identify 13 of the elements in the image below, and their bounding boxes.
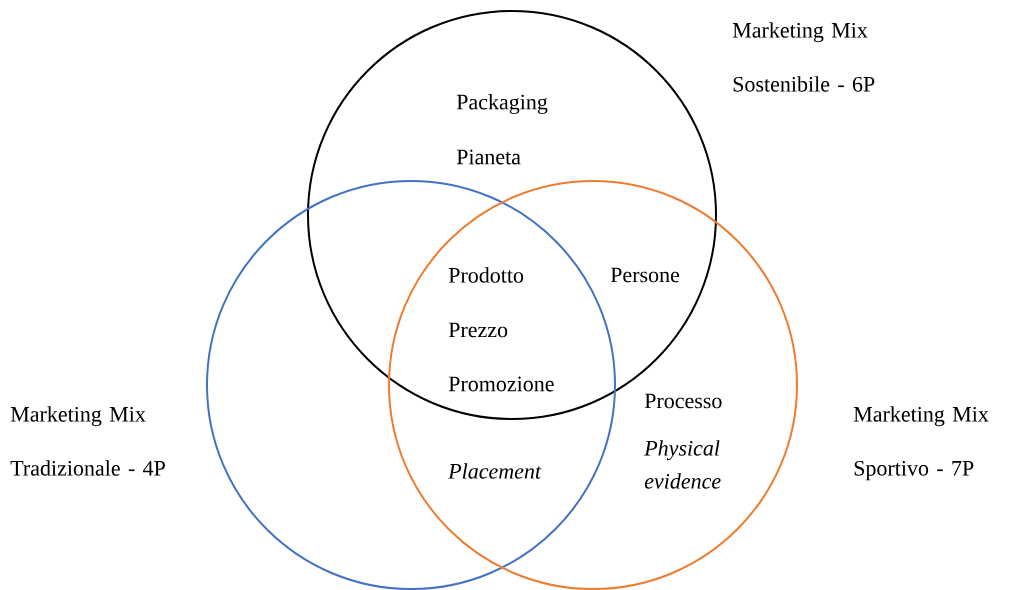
item-label: Promozione <box>448 376 554 392</box>
item-label: Placement <box>448 463 542 479</box>
circle-title: Marketing Mix Sostenibile - 6P <box>732 22 875 92</box>
item-label: Processo <box>644 393 722 409</box>
circle-title: Marketing Mix Sportivo - 7P <box>853 406 989 481</box>
circle-title: Marketing Mix Tradizionale - 4P <box>10 406 165 476</box>
item-label: Prodotto <box>448 267 524 283</box>
item-label: Packaging <box>456 94 548 114</box>
item-label: Persone <box>610 267 680 283</box>
circle <box>388 180 798 590</box>
item-label: Prezzo <box>448 322 508 338</box>
item-label: Pianeta <box>456 149 521 165</box>
item-label: Physical evidence <box>644 440 721 489</box>
